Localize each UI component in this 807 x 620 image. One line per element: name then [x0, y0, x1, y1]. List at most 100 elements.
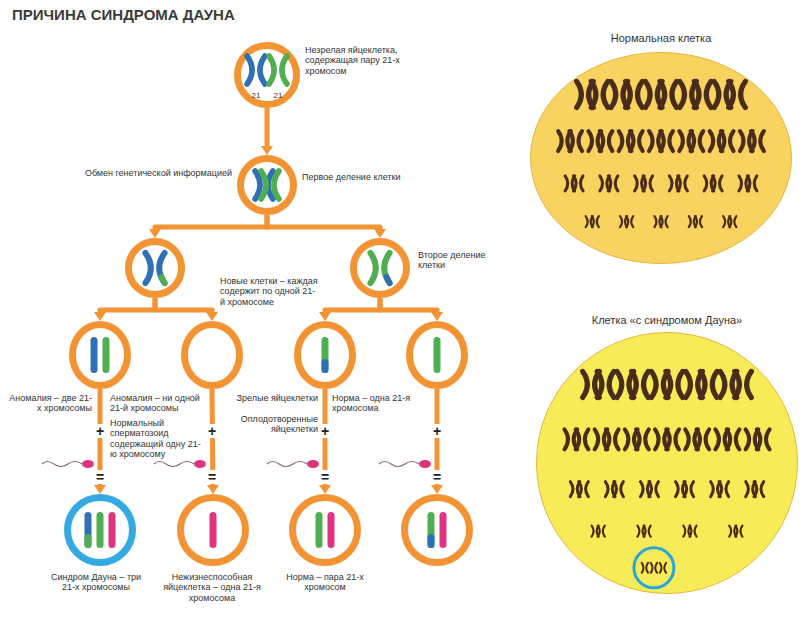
- chromosome: [700, 371, 717, 397]
- cell-ring: [293, 498, 358, 563]
- arrow-shaft: [100, 298, 155, 312]
- chromatid: [109, 512, 116, 548]
- arrow-head: [149, 229, 161, 238]
- node-outline: [401, 494, 473, 566]
- orange-arrow: [261, 108, 273, 155]
- chromosome: [608, 176, 618, 191]
- arrow-head: [206, 312, 218, 321]
- cell-ring: [410, 325, 465, 386]
- chromatid: [328, 512, 335, 548]
- cell-ring: [185, 325, 240, 386]
- chromosome: [576, 429, 589, 449]
- fertilized-egg: Норма – пара 21-х хромосом: [289, 494, 361, 566]
- node-outline: [237, 155, 297, 215]
- chromatid: [85, 512, 92, 548]
- node-caption: Аномалия – две 21-х хромосомы: [6, 393, 92, 414]
- karyotype-cell: Нормальная клетка: [530, 52, 792, 264]
- highlight-ring: [634, 548, 674, 588]
- cell-circle: Незрелая яйцеклетка, содержащая пару 21-…: [234, 42, 300, 108]
- chromosome: [666, 371, 683, 397]
- chromatid-segment: [322, 359, 329, 373]
- egg-cell: [406, 321, 468, 389]
- annotation: Зрелые яйцеклетки: [222, 393, 318, 403]
- egg-cell: Норма – одна 21-я хромосома: [294, 321, 356, 389]
- chromosome: [370, 253, 389, 283]
- chromosome: [643, 176, 653, 191]
- arrow-head: [94, 485, 106, 494]
- node-caption: Клетка «с синдромом Дауна»: [536, 314, 798, 327]
- arrow-head: [374, 229, 386, 238]
- cell-ring: [129, 242, 182, 295]
- chromosome: [269, 56, 287, 84]
- chromosome: [644, 526, 651, 537]
- chromosome: [719, 482, 729, 497]
- arrow-head: [319, 485, 331, 494]
- chromatid: [316, 512, 323, 548]
- operator-sign: =: [93, 470, 107, 484]
- chromatid: [322, 337, 329, 373]
- chromosome: [598, 526, 605, 537]
- chromosome: [569, 131, 582, 151]
- chromosome: [651, 563, 657, 573]
- orange-arrow: [149, 215, 267, 238]
- cell-ring: [298, 325, 353, 386]
- cell-circle: Обмен генетической информациейПервое дел…: [237, 155, 297, 215]
- chromosome: [661, 216, 668, 227]
- chromatid-segment: [428, 534, 435, 548]
- chromosome: [684, 482, 694, 497]
- chromosome: [729, 216, 736, 227]
- chromatid: [434, 337, 441, 373]
- arrow-shaft: [267, 215, 380, 229]
- operator-sign: +: [318, 424, 332, 438]
- chromatid: [91, 337, 98, 373]
- chromosome: [592, 216, 599, 227]
- egg-cell: Аномалия – две 21-х хромосомы: [69, 321, 131, 389]
- arrow-shaft: [380, 298, 437, 312]
- chromosome: [579, 482, 589, 497]
- node-caption: Норма – одна 21-я хромосома: [332, 393, 428, 414]
- node-outline: [406, 321, 468, 389]
- node-caption: Нормальная клетка: [530, 32, 792, 45]
- cell-ring: [73, 325, 128, 386]
- chromosome: [145, 253, 164, 283]
- chromatid: [210, 512, 217, 548]
- chromosome: [729, 81, 746, 107]
- operator-sign: +: [205, 424, 219, 438]
- operator-sign: =: [318, 470, 332, 484]
- orange-arrow: [94, 298, 155, 321]
- chromosome: [649, 482, 659, 497]
- cell-ring: [405, 498, 470, 563]
- chromatid: [428, 512, 435, 548]
- chromosome: [660, 81, 677, 107]
- arrow-head: [431, 312, 443, 321]
- arrow-shaft: [155, 215, 267, 229]
- chromosome-number: 21: [271, 91, 285, 100]
- chromosome: [642, 563, 648, 573]
- diagram-title: ПРИЧИНА СИНДРОМА ДАУНА: [12, 6, 235, 23]
- arrow-head: [431, 485, 443, 494]
- chromosome-segment: [162, 277, 165, 283]
- node-caption: Новые клетки – каждая содержит по одной …: [220, 276, 320, 307]
- chromosome: [660, 563, 666, 573]
- cell-body: [537, 333, 798, 594]
- chromosome: [247, 56, 265, 84]
- orange-arrow: [380, 298, 443, 321]
- cell-ring: [354, 242, 407, 295]
- node-outline: [289, 494, 361, 566]
- node-outline: [234, 42, 300, 108]
- operator-sign: +: [430, 424, 444, 438]
- chromosome: [591, 81, 608, 107]
- chromosome: [614, 482, 624, 497]
- chromosome: [696, 429, 709, 449]
- chromosome: [600, 131, 613, 151]
- arrow-head: [261, 146, 273, 155]
- chromatid-segment: [85, 534, 92, 548]
- cell-ring: [181, 498, 246, 563]
- arrow-head: [94, 312, 106, 321]
- chromosome: [636, 429, 649, 449]
- arrow-shaft: [325, 298, 380, 312]
- chromosome: [689, 526, 696, 537]
- chromosome: [660, 131, 673, 151]
- cell-circle: Новые клетки – каждая содержит по одной …: [125, 238, 185, 298]
- chromosome: [751, 131, 764, 151]
